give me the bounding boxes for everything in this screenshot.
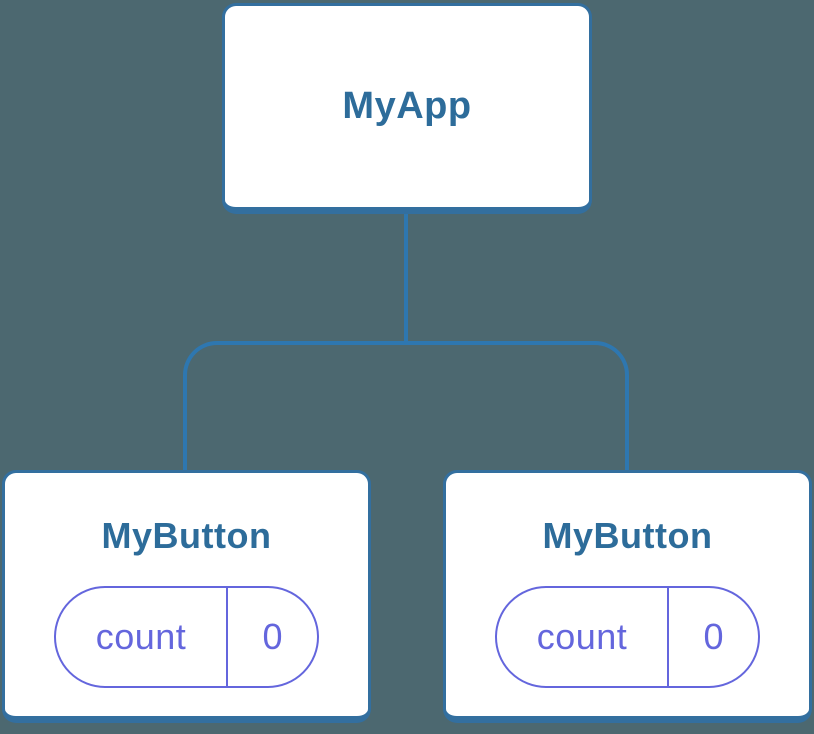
state-key: count [56,588,228,686]
state-pill: count 0 [54,586,319,688]
tree-node-mybutton-1: MyButton count 0 [2,470,371,723]
node-label: MyButton [101,515,272,556]
tree-node-myapp: MyApp [222,3,592,214]
node-label: MyButton [542,515,713,556]
state-key: count [497,588,669,686]
edge-root-to-branch [404,212,408,344]
state-value: 0 [262,616,283,657]
edge-branch-connector [183,341,629,471]
node-label: MyApp [342,85,472,127]
tree-node-mybutton-2: MyButton count 0 [443,470,812,723]
state-pill: count 0 [495,586,760,688]
state-value: 0 [703,616,724,657]
